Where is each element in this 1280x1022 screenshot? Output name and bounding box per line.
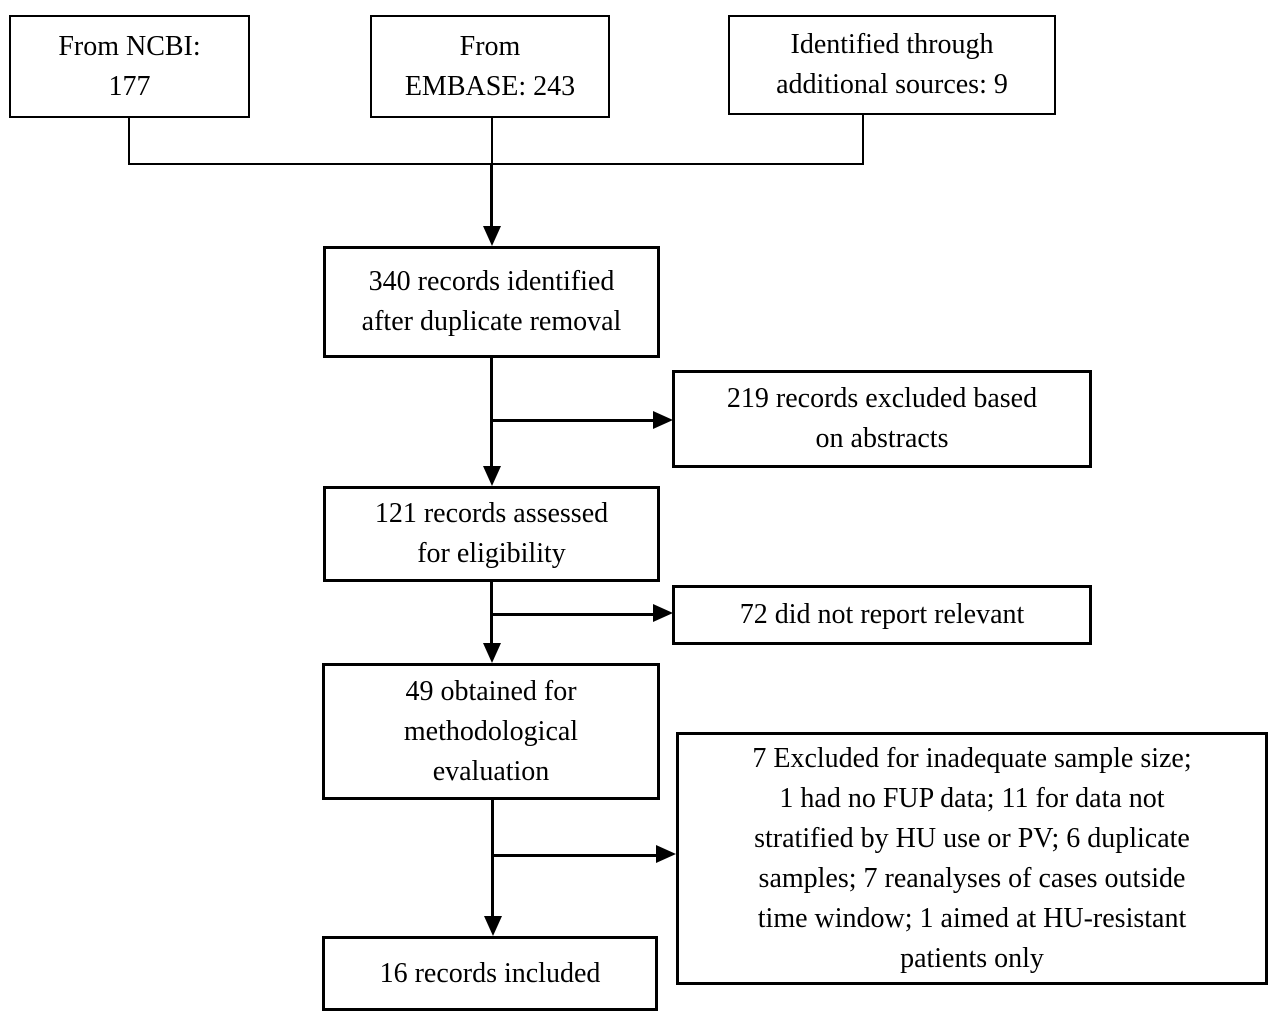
arrowhead-right-icon bbox=[656, 845, 676, 863]
arrowhead-down-icon bbox=[483, 643, 501, 663]
arrow-methodological-to-exclusions-shaft bbox=[491, 854, 657, 857]
records-identified-box: 340 records identified after duplicate r… bbox=[323, 246, 660, 358]
arrow-identified-to-assessed-shaft bbox=[490, 358, 493, 467]
arrow-methodological-to-included-shaft bbox=[491, 800, 494, 917]
arrowhead-down-icon bbox=[484, 916, 502, 936]
not-relevant-box: 72 did not report relevant bbox=[672, 585, 1092, 645]
connector-additional-stub bbox=[862, 115, 864, 165]
exclusion-reasons-box: 7 Excluded for inadequate sample size; 1… bbox=[676, 732, 1268, 985]
arrowhead-down-icon bbox=[483, 226, 501, 246]
arrow-identified-to-excluded-shaft bbox=[490, 419, 654, 422]
records-included-box: 16 records included bbox=[322, 936, 658, 1011]
source-ncbi-box: From NCBI: 177 bbox=[9, 15, 250, 118]
connector-embase-stub bbox=[491, 118, 493, 164]
source-additional-box: Identified through additional sources: 9 bbox=[728, 15, 1056, 115]
records-assessed-box: 121 records assessed for eligibility bbox=[323, 486, 660, 582]
arrow-assessed-to-notrelevant-shaft bbox=[490, 613, 654, 616]
methodological-evaluation-box: 49 obtained for methodological evaluatio… bbox=[322, 663, 660, 800]
connector-top-horizontal bbox=[128, 163, 864, 165]
connector-ncbi-stub bbox=[128, 117, 130, 165]
arrowhead-right-icon bbox=[653, 604, 673, 622]
arrowhead-right-icon bbox=[653, 411, 673, 429]
arrow-sources-to-identified-shaft bbox=[490, 163, 493, 227]
excluded-abstracts-box: 219 records excluded based on abstracts bbox=[672, 370, 1092, 468]
arrowhead-down-icon bbox=[483, 466, 501, 486]
source-embase-box: From EMBASE: 243 bbox=[370, 15, 610, 118]
